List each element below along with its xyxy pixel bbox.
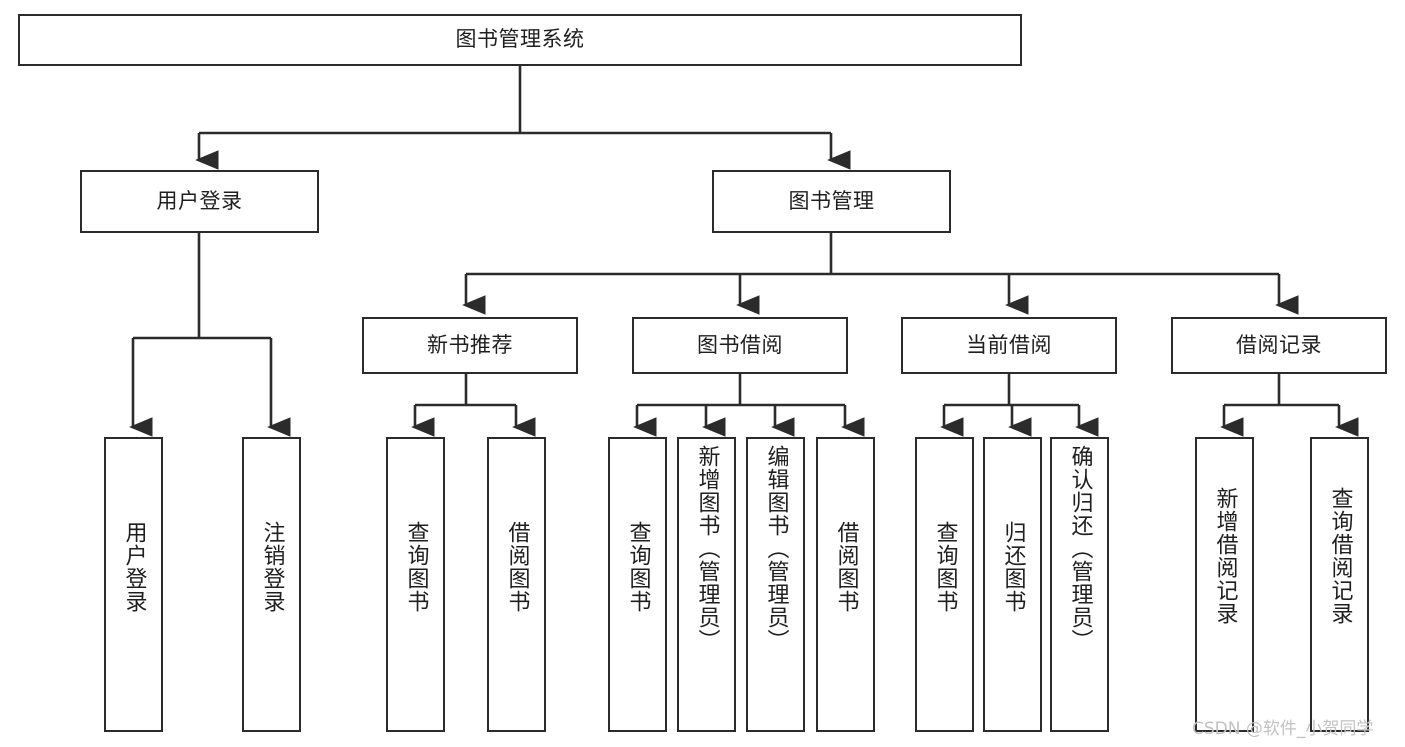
node-label: 借阅记录 <box>1236 332 1322 357</box>
node-root-library-management-system[interactable]: 图书管理系统 <box>18 14 1022 66</box>
node-label: 新增借阅记录 <box>1212 487 1238 625</box>
leaf-current-borrow-query-book[interactable]: 查询图书 <box>915 437 974 732</box>
node-label: 归还图书 <box>1000 521 1026 613</box>
leaf-new-book-borrow-book[interactable]: 借阅图书 <box>487 437 546 732</box>
leaf-book-borrow-query-book[interactable]: 查询图书 <box>608 437 667 732</box>
node-label: 查询图书 <box>403 521 429 613</box>
node-book-borrow[interactable]: 图书借阅 <box>632 317 848 374</box>
leaf-current-borrow-confirm-return-admin[interactable]: 确认归还（管理员） <box>1050 437 1109 732</box>
node-label: 图书管理系统 <box>455 27 585 52</box>
csdn-watermark: CSDN @软件_小贺同学 <box>1192 719 1374 739</box>
leaf-borrow-record-add-record[interactable]: 新增借阅记录 <box>1195 437 1254 732</box>
leaf-new-book-query-book[interactable]: 查询图书 <box>386 437 445 732</box>
node-label: 当前借阅 <box>966 332 1052 357</box>
node-label: 查询图书 <box>932 521 958 613</box>
leaf-book-borrow-edit-book-admin[interactable]: 编辑图书（管理员） <box>746 437 805 732</box>
leaf-user-login-logout[interactable]: 注销登录 <box>242 437 301 732</box>
node-user-login[interactable]: 用户登录 <box>80 170 319 233</box>
leaf-current-borrow-return-book[interactable]: 归还图书 <box>983 437 1042 732</box>
node-label: 图书管理 <box>788 188 875 213</box>
node-label: 借阅图书 <box>833 521 859 613</box>
node-borrow-record[interactable]: 借阅记录 <box>1171 317 1387 374</box>
node-label: 确认归还（管理员） <box>1067 445 1093 652</box>
node-new-book-recommend[interactable]: 新书推荐 <box>362 317 578 374</box>
node-label: 新书推荐 <box>427 332 513 357</box>
node-label: 图书借阅 <box>697 332 783 357</box>
node-book-management[interactable]: 图书管理 <box>712 170 951 233</box>
node-label: 用户登录 <box>156 188 243 213</box>
leaf-book-borrow-add-book-admin[interactable]: 新增图书（管理员） <box>677 437 736 732</box>
node-label: 查询借阅记录 <box>1327 487 1353 625</box>
node-label: 查询图书 <box>625 521 651 613</box>
node-label: 用户登录 <box>121 521 147 613</box>
node-current-borrow[interactable]: 当前借阅 <box>901 317 1117 374</box>
node-label: 注销登录 <box>259 521 285 613</box>
leaf-book-borrow-borrow-book[interactable]: 借阅图书 <box>816 437 875 732</box>
leaf-borrow-record-query-record[interactable]: 查询借阅记录 <box>1310 437 1369 732</box>
node-label: 新增图书（管理员） <box>694 445 720 652</box>
leaf-user-login-login[interactable]: 用户登录 <box>104 437 163 732</box>
node-label: 编辑图书（管理员） <box>763 445 789 652</box>
node-label: 借阅图书 <box>504 521 530 613</box>
